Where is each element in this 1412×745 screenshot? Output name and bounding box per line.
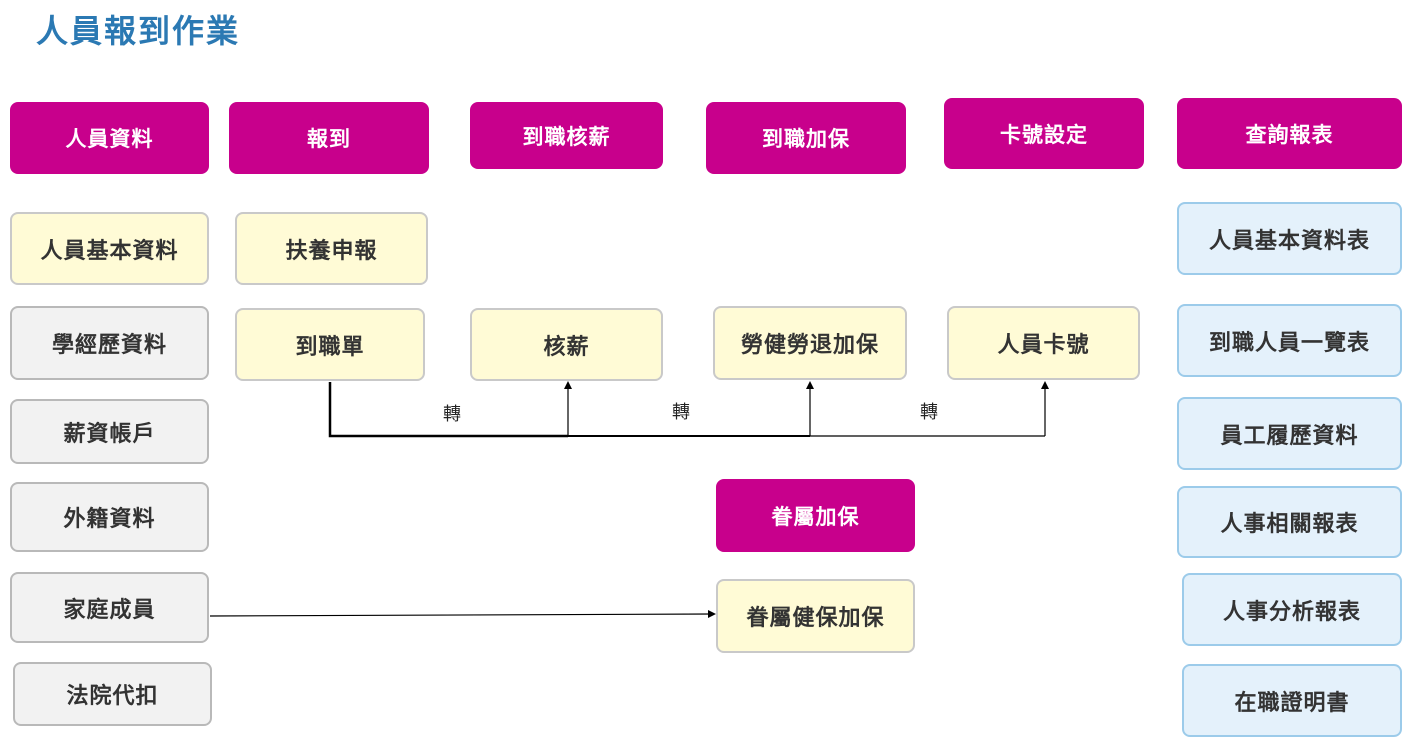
header-checkin[interactable]: 報到: [229, 102, 429, 174]
item-checkin-dependents-declaration[interactable]: 扶養申報: [235, 212, 428, 285]
item-report-basic[interactable]: 人員基本資料表: [1177, 202, 1402, 275]
item-report-employment-cert[interactable]: 在職證明書: [1182, 664, 1402, 737]
item-checkin-form[interactable]: 到職單: [235, 308, 425, 381]
item-dependent-health-insurance[interactable]: 眷屬健保加保: [716, 579, 915, 653]
item-personnel-foreign[interactable]: 外籍資料: [10, 482, 209, 552]
header-reports[interactable]: 查詢報表: [1177, 98, 1402, 169]
item-report-hr-analysis[interactable]: 人事分析報表: [1182, 573, 1402, 646]
item-personnel-basic[interactable]: 人員基本資料: [10, 212, 209, 285]
item-card-number[interactable]: 人員卡號: [947, 306, 1140, 380]
item-personnel-family[interactable]: 家庭成員: [10, 572, 209, 643]
item-personnel-court-deduction[interactable]: 法院代扣: [13, 662, 212, 726]
item-insurance-labor-health-pension[interactable]: 勞健勞退加保: [713, 306, 907, 380]
header-personnel[interactable]: 人員資料: [10, 102, 209, 174]
header-insurance[interactable]: 到職加保: [706, 102, 906, 174]
connector-checkin-to-salary: [328, 382, 568, 438]
header-salary[interactable]: 到職核薪: [470, 102, 663, 169]
item-report-employee-resume[interactable]: 員工履歷資料: [1177, 397, 1402, 470]
header-card[interactable]: 卡號設定: [944, 98, 1144, 169]
item-personnel-salary-account[interactable]: 薪資帳戶: [10, 399, 209, 464]
item-personnel-education[interactable]: 學經歷資料: [10, 306, 209, 380]
connector-label-1: 轉: [443, 404, 461, 425]
connector-label-3: 轉: [920, 402, 938, 423]
header-dependent-insurance[interactable]: 眷屬加保: [716, 479, 915, 552]
item-report-hr-related[interactable]: 人事相關報表: [1177, 486, 1402, 558]
connector-label-2: 轉: [672, 402, 690, 423]
item-salary-approval[interactable]: 核薪: [470, 308, 663, 381]
item-report-newhire-list[interactable]: 到職人員一覽表: [1177, 304, 1402, 377]
arrow-family-to-dependent: [209, 610, 716, 619]
page-title: 人員報到作業: [36, 12, 241, 50]
